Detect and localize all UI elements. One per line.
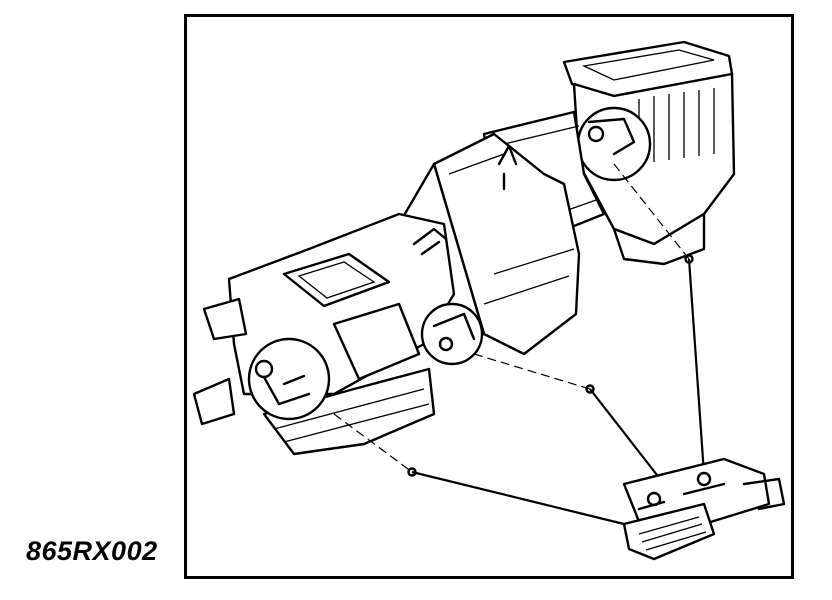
hvac-assembly-drawing: [192, 40, 786, 561]
figure-reference-code: 865RX002: [26, 536, 158, 566]
temperature-door-detail-circle: [247, 337, 331, 421]
control-cables: [333, 163, 706, 526]
heater-distribution-case: [192, 212, 484, 456]
control-head: [622, 457, 786, 561]
blower-housing: [562, 40, 736, 266]
